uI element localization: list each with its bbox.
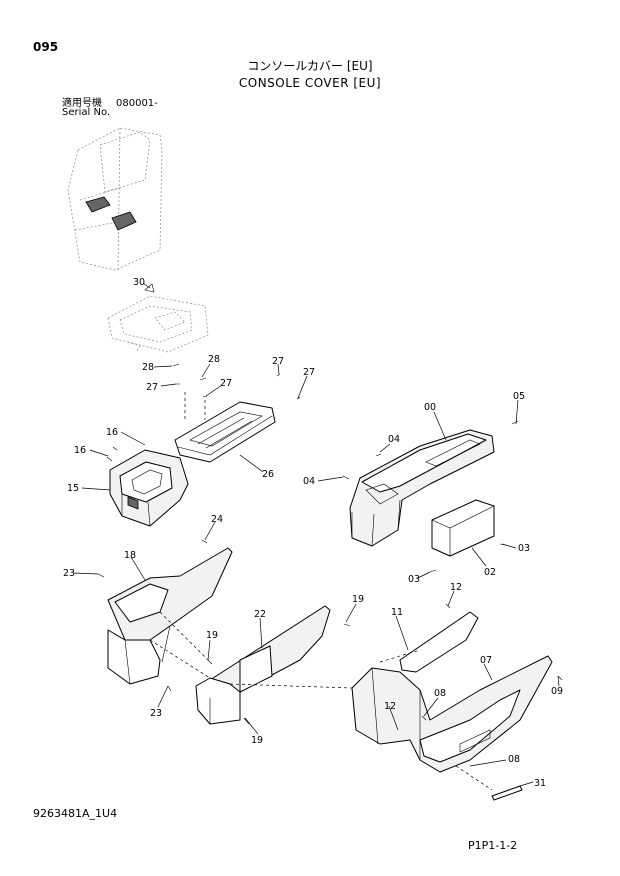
callout-05: 05: [513, 391, 525, 402]
callout-18: 18: [124, 550, 136, 561]
callout-26: 26: [262, 469, 274, 480]
serial-label-english: Serial No.: [62, 107, 111, 118]
callout-27-b: 27: [220, 378, 232, 389]
serial-value: 080001-: [116, 98, 158, 109]
callout-22: 22: [254, 609, 266, 620]
callout-16-lower: 16: [74, 445, 86, 456]
callout-27-c: 27: [272, 356, 284, 367]
callout-03-left: 03: [408, 574, 420, 585]
part-22-middle-lower-cover: [195, 605, 351, 725]
serial-label-japanese: 適用号機: [62, 98, 102, 109]
page-reference: P1P1-1-2: [468, 839, 518, 852]
title-japanese: コンソールカバー [EU]: [247, 59, 373, 73]
callout-19-bottom: 19: [251, 735, 263, 746]
drawing-number: 9263481A_1U4: [33, 807, 118, 820]
callout-08-lower: 08: [508, 754, 520, 765]
callout-11: 11: [391, 607, 403, 618]
callout-19-right: 19: [352, 594, 364, 605]
callout-23-upper: 23: [63, 568, 75, 579]
callout-00: 00: [424, 402, 436, 413]
callout-labels: 30 28 28 27 27 27 27 16 16 15 26 00 05 0…: [63, 277, 563, 789]
callout-07: 07: [480, 655, 492, 666]
callout-03-right: 03: [518, 543, 530, 554]
part-00-right-console: [342, 420, 519, 573]
callout-23-lower: 23: [150, 708, 162, 719]
callout-04-left: 04: [303, 476, 315, 487]
callout-28-right: 28: [208, 354, 220, 365]
callout-16-upper: 16: [106, 427, 118, 438]
part-15-left-housing: [106, 446, 189, 527]
callout-08-upper: 08: [434, 688, 446, 699]
callout-09: 09: [551, 686, 563, 697]
leader-lines: [72, 282, 560, 787]
fasteners-upper: [172, 363, 301, 420]
callout-19-left: 19: [206, 630, 218, 641]
part-18-left-lower-cover: [97, 539, 233, 692]
callout-02: 02: [484, 567, 496, 578]
part-07-right-lower-cover: [351, 603, 563, 801]
callout-12-upper: 12: [450, 582, 462, 593]
callout-24: 24: [211, 514, 223, 525]
title-english: CONSOLE COVER [EU]: [238, 76, 382, 90]
callout-31: 31: [534, 778, 546, 789]
part-26-top-plate: [174, 401, 276, 463]
callout-30: 30: [133, 277, 145, 288]
upper-controls-assembly: [107, 283, 209, 353]
callout-27-a: 27: [146, 382, 158, 393]
assembly-guide-lines: [149, 611, 353, 689]
callout-04-upper: 04: [388, 434, 400, 445]
callout-28-left: 28: [142, 362, 154, 373]
callout-27-d: 27: [303, 367, 315, 378]
callout-15: 15: [67, 483, 79, 494]
cab-location-sketch: [67, 127, 163, 271]
page-code: 095: [33, 40, 59, 54]
callout-12-lower: 12: [384, 701, 396, 712]
